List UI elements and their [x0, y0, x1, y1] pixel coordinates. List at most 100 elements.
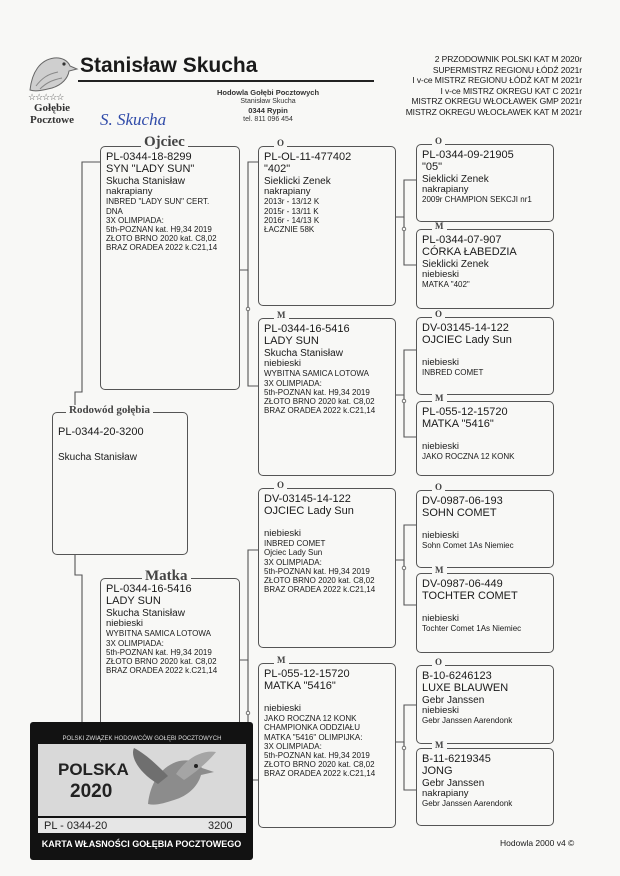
ggparent-color: niebieski	[422, 356, 459, 368]
ggparent-ring: PL-055-12-15720	[422, 406, 508, 418]
mgf-note: ZŁOTO BRNO 2020 kat. C8,02	[264, 576, 375, 585]
achievement: 2 PRZODOWNIK POLSKI KAT M 2020r	[434, 54, 582, 64]
mgm-name: MATKA "5416"	[264, 680, 336, 693]
pgm-note: 3X OLIMPIADA:	[264, 378, 322, 388]
ggparent-ring: B-11-6219345	[422, 753, 491, 765]
pgf-note: ŁACZNIE 58K	[264, 225, 315, 234]
mother-owner: Skucha Stanisław	[106, 607, 185, 619]
ggparent-ring: PL-0344-09-21905	[422, 149, 514, 161]
pgm-note: WYBITNA SAMICA LOTOWA	[264, 369, 369, 379]
ggparent-box[interactable]: PL-0344-07-907 CÓRKA ŁABEDZIA Sieklicki …	[416, 229, 554, 309]
father-note: INBRED "LADY SUN" CERT.	[106, 197, 210, 207]
ggparent-box[interactable]: B-11-6219345 JONG Gebr Janssen nakrapian…	[416, 748, 554, 826]
ggparent-color: niebieski	[422, 704, 459, 716]
breeder-name: Stanisław Skucha	[80, 54, 258, 77]
achievements-list: 2 PRZODOWNIK POLSKI KAT M 2020r SUPERMIS…	[380, 54, 582, 118]
pedigree-label: Rodowód gołębia	[66, 405, 153, 416]
ggparent-color: niebieski	[422, 268, 459, 280]
o-label: O	[432, 310, 446, 319]
mother-note: 3X OLIMPIADA:	[106, 638, 164, 648]
achievement: MISTRZ OKREGU WŁOCŁAWEK KAT M 2021r	[405, 106, 582, 117]
subject-ring: PL-0344-20-3200	[58, 426, 144, 438]
stamp-line-2: Stanisław Skucha	[240, 98, 296, 105]
ggparent-note: Gebr Janssen Aarendonk	[422, 716, 513, 726]
breeder-stamp: Hodowla Gołębi Pocztowych Stanisław Skuc…	[198, 88, 338, 124]
m-label: M	[432, 566, 447, 575]
stamp-line-1: Hodowla Gołębi Pocztowych	[216, 88, 320, 97]
card-year: 2020	[70, 781, 113, 802]
o-label: O	[432, 137, 446, 146]
logo-stars: ☆☆☆☆☆	[28, 92, 64, 102]
mgf-name: OJCIEC Lady Sun	[264, 505, 354, 518]
mgm-note: MATKA "5416" OLIMPIJKA:	[264, 732, 363, 742]
subject-owner: Skucha Stanisław	[58, 452, 137, 464]
m-label: M	[432, 741, 447, 750]
ggparent-color: niebieski	[422, 612, 459, 624]
ggparent-note: Gebr Janssen Aarendonk	[422, 799, 513, 809]
header-divider	[78, 80, 374, 82]
ggparent-box[interactable]: PL-0344-09-21905 "05" Sieklicki Zenek na…	[416, 144, 554, 222]
stamp-line-4: tel. 811 096 454	[243, 116, 293, 123]
pgf-name: "402"	[264, 163, 291, 176]
mgf-color: niebieski	[264, 527, 301, 539]
father-color: nakrapiany	[106, 185, 153, 197]
ggparent-note: INBRED COMET	[422, 368, 484, 378]
software-credit: Hodowla 2000 v4 ©	[500, 838, 575, 848]
pigeon-logo: ☆☆☆☆☆ Gołębie Pocztowe	[22, 52, 82, 130]
subject-box[interactable]: PL-0344-20-3200 Skucha Stanisław	[52, 412, 188, 555]
mgm-note: ZŁOTO BRNO 2020 kat. C8,02	[264, 760, 375, 770]
pgm-note: 5th-POZNAN kat. H9,34 2019	[264, 387, 370, 397]
ggparent-note: Sohn Comet 1As Niemiec	[422, 541, 514, 551]
ggparent-name: "05"	[422, 161, 443, 174]
father-ring: PL-0344-18-8299	[106, 151, 192, 163]
ggparent-note: JAKO ROCZNA 12 KONK	[422, 452, 515, 462]
ggparent-name: TOCHTER COMET	[422, 590, 518, 603]
ggparent-note: Tochter Comet 1As Niemiec	[422, 624, 522, 634]
paternal-grandfather-box[interactable]: PL-OL-11-477402 "402" Sieklicki Zenek na…	[258, 146, 396, 306]
ggparent-color: niebieski	[422, 529, 459, 541]
pgm-ring: PL-0344-16-5416	[264, 323, 350, 335]
logo-text-2: Pocztowe	[30, 114, 74, 126]
ggparent-box[interactable]: PL-055-12-15720 MATKA "5416" niebieski J…	[416, 401, 554, 476]
ggparent-name: LUXE BLAUWEN	[422, 682, 509, 695]
ggparent-owner: Gebr Janssen	[422, 777, 485, 789]
paternal-grandmother-box[interactable]: PL-0344-16-5416 LADY SUN Skucha Stanisła…	[258, 318, 396, 476]
m-label: M	[432, 222, 447, 231]
mgf-note: Ojciec Lady Sun	[264, 548, 323, 558]
father-note: 5th-POZNAN kat. H9,34 2019	[106, 225, 212, 234]
father-note: BRAZ ORADEA 2022 k.C21,14	[106, 243, 218, 253]
ggparent-box[interactable]: DV-0987-06-193 SOHN COMET niebieski Sohn…	[416, 490, 554, 568]
ggparent-ring: PL-0344-07-907	[422, 234, 502, 246]
mgm-color: niebieski	[264, 702, 301, 714]
pgf-color: nakrapiany	[264, 185, 311, 197]
ggparent-note: MATKA "402"	[422, 280, 470, 290]
maternal-grandmother-box[interactable]: PL-055-12-15720 MATKA "5416" niebieski J…	[258, 663, 396, 828]
o-label: O	[274, 139, 288, 148]
pgf-owner: Sieklicki Zenek	[264, 175, 331, 187]
pgf-note: 2013r - 13/12 K	[264, 197, 320, 207]
stamp-line-3: 0344 Rypin	[248, 106, 288, 115]
ggparent-box[interactable]: DV-03145-14-122 OJCIEC Lady Sun niebiesk…	[416, 317, 554, 395]
pgm-owner: Skucha Stanisław	[264, 347, 343, 359]
father-note: DNA	[106, 206, 123, 216]
ggparent-name: MATKA "5416"	[422, 418, 494, 431]
pigeon-icon	[38, 744, 246, 816]
achievement: I v-ce MISTRZ OKREGU KAT C 2021r	[440, 85, 583, 96]
mother-note: WYBITNA SAMICA LOTOWA	[106, 629, 211, 639]
ggparent-box[interactable]: DV-0987-06-449 TOCHTER COMET niebieski T…	[416, 573, 554, 653]
father-box[interactable]: PL-0344-18-8299 SYN "LADY SUN" Skucha St…	[100, 146, 240, 390]
ggparent-name: OJCIEC Lady Sun	[422, 334, 512, 347]
ggparent-box[interactable]: B-10-6246123 LUXE BLAUWEN Gebr Janssen n…	[416, 665, 554, 744]
mgm-ring: PL-055-12-15720	[264, 668, 350, 680]
mgf-note: 3X OLIMPIADA:	[264, 557, 322, 567]
ggparent-color: nakrapiany	[422, 183, 469, 195]
mother-note: 5th-POZNAN kat. H9,34 2019	[106, 647, 212, 657]
ggparent-owner: Sieklicki Zenek	[422, 173, 489, 185]
father-label: Ojciec	[141, 135, 188, 150]
ggparent-ring: DV-03145-14-122	[422, 322, 509, 334]
mother-color: niebieski	[106, 617, 143, 629]
card-title: KARTA WŁASNOŚCI GOŁĘBIA POCZTOWEGO	[41, 839, 242, 849]
ggparent-ring: B-10-6246123	[422, 670, 492, 682]
achievement: MISTRZ OKREGU WŁOCŁAWEK GMP 2021r	[411, 96, 582, 107]
maternal-grandfather-box[interactable]: DV-03145-14-122 OJCIEC Lady Sun niebiesk…	[258, 488, 396, 648]
